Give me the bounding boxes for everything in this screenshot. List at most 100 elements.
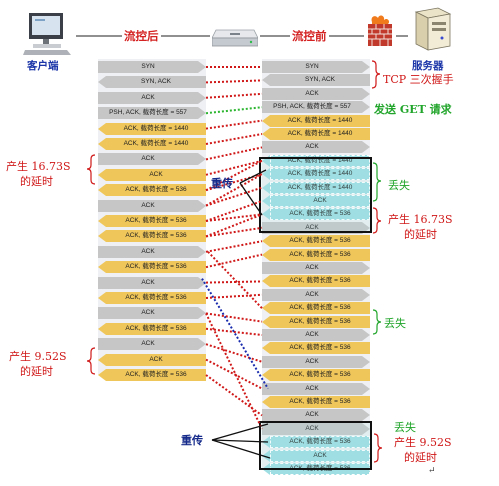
left-packet-arrowhead (98, 122, 106, 135)
right-packet-arrowhead (362, 422, 370, 435)
right-packet-arrowhead (262, 168, 270, 181)
left-packet-arrowhead (98, 261, 106, 274)
retransmit-label-1: 重传 (211, 177, 233, 190)
left-packet-row: PSH, ACK, 载荷长度 = 557 (98, 107, 198, 120)
right-packet-row: ACK (262, 288, 362, 301)
packet-link-line (205, 343, 263, 363)
handshake-line (205, 146, 263, 161)
right-packet-row: ACK, 载荷长度 = 1440 (270, 114, 370, 127)
right-packet-row: ACK, 载荷长度 = 536 (270, 248, 370, 261)
right-packet-arrowhead (262, 74, 270, 87)
retransmit-pointer-arrow (239, 169, 267, 184)
delay-left-1-line1: 产生 16.73S (6, 160, 71, 173)
left-packet-arrowhead (198, 153, 206, 166)
right-packet-arrowhead (362, 288, 370, 301)
right-packet-row: ACK (262, 355, 362, 368)
right-packet-arrowhead (362, 101, 370, 114)
right-packet-row: ACK, 载荷长度 = 1440 (270, 168, 370, 181)
right-packet-arrowhead (262, 128, 270, 140)
handshake-line (205, 79, 263, 84)
left-delay-bracket-1 (86, 154, 96, 185)
packet-link-line (205, 280, 263, 284)
right-packet-row: ACK, 载荷长度 = 536 (270, 436, 370, 449)
right-packet-row: ACK, 载荷长度 = 536 (270, 235, 370, 248)
left-delay-bracket-2 (86, 347, 96, 375)
lost-bracket-1 (372, 162, 382, 202)
right-packet-row: SYN, ACK (270, 74, 370, 87)
handshake-bracket (371, 60, 381, 89)
right-packet-arrowhead (362, 262, 370, 274)
right-packet-row: ACK, 载荷长度 = 536 (270, 342, 370, 355)
left-packet-arrowhead (198, 245, 206, 258)
right-packet-row: ACK (262, 87, 362, 100)
reordered-packet-line (201, 278, 269, 390)
right-packet-arrowhead (262, 248, 270, 261)
packet-link-line (205, 312, 263, 430)
handshake-line (205, 119, 263, 130)
right-packet-row: ACK (270, 195, 370, 207)
retransmit-line (205, 200, 263, 222)
left-packet-row: ACK, 载荷长度 = 536 (106, 261, 206, 274)
right-packet-row: ACK (262, 409, 362, 422)
right-packet-arrowhead (262, 195, 270, 207)
lost-packets-box-2 (259, 421, 372, 470)
right-packet-row: ACK (262, 382, 362, 395)
left-packet-arrowhead (98, 168, 106, 181)
left-packet-row: ACK, 载荷长度 = 536 (106, 369, 206, 381)
left-packet-row: ACK, 载荷长度 = 536 (106, 215, 206, 227)
right-packet-row: ACK, 载荷长度 = 1440 (270, 181, 370, 194)
right-packet-row: ACK (262, 329, 362, 341)
right-packet-arrowhead (362, 61, 370, 73)
left-packet-arrowhead (98, 322, 106, 335)
packet-link-line (205, 358, 263, 390)
handshake-line (205, 92, 263, 99)
left-packet-arrowhead (98, 353, 106, 366)
right-packet-row: SYN (262, 61, 362, 73)
right-packet-arrowhead (262, 396, 270, 408)
right-packet-arrowhead (362, 87, 370, 100)
packet-link-line (205, 240, 263, 253)
trailing-return-mark: ↵ (428, 466, 436, 476)
left-packet-row: ACK (98, 245, 198, 258)
left-packet-arrowhead (198, 276, 206, 289)
lost-label-1: 丢失 (388, 179, 410, 192)
retransmit-line (205, 226, 263, 238)
after-flow-control-label: 流控后 (122, 28, 161, 44)
right-packet-row: ACK (262, 262, 362, 274)
server-label: 服务器 (412, 60, 444, 72)
right-packet-row: PSH, ACK, 载荷长度 = 557 (262, 101, 362, 114)
left-packet-row: ACK (98, 307, 198, 320)
retransmit-pointer-arrow (211, 423, 269, 441)
before-flow-control-label: 流控前 (290, 28, 329, 44)
right-packet-arrowhead (362, 355, 370, 368)
retransmit-pointer-arrow (211, 439, 271, 459)
left-packet-arrowhead (98, 292, 106, 304)
right-packet-arrowhead (262, 235, 270, 248)
right-packet-arrowhead (362, 409, 370, 422)
right-packet-row: ACK, 载荷长度 = 536 (270, 315, 370, 328)
delay-right-2-line1: 产生 9.52S (394, 436, 452, 449)
left-packet-arrowhead (198, 91, 206, 104)
left-packet-arrowhead (98, 184, 106, 197)
right-packet-arrowhead (262, 315, 270, 328)
right-packet-row: ACK, 载荷长度 = 536 (270, 396, 370, 408)
left-packet-row: ACK, 载荷长度 = 536 (106, 292, 206, 304)
left-packet-arrowhead (98, 76, 106, 89)
delay-right-2-line2: 的延时 (404, 451, 437, 464)
right-packet-row: ACK, 载荷长度 = 536 (270, 275, 370, 288)
left-packet-row: SYN (98, 61, 198, 73)
left-packet-row: ACK (98, 276, 198, 289)
lost-label-2: 丢失 (384, 317, 406, 330)
lost-packets-box-1 (259, 157, 372, 233)
right-packet-row: ACK, 载荷长度 = 536 (270, 302, 370, 315)
handshake-line (205, 133, 263, 145)
left-packet-row: ACK (98, 91, 198, 104)
right-delay-bracket-1 (372, 207, 382, 234)
left-packet-row: ACK, 载荷长度 = 536 (106, 184, 206, 197)
delay-left-2-line1: 产生 9.52S (9, 350, 67, 363)
left-packet-row: ACK (106, 353, 206, 366)
left-packet-row: ACK, 载荷长度 = 536 (106, 322, 206, 335)
